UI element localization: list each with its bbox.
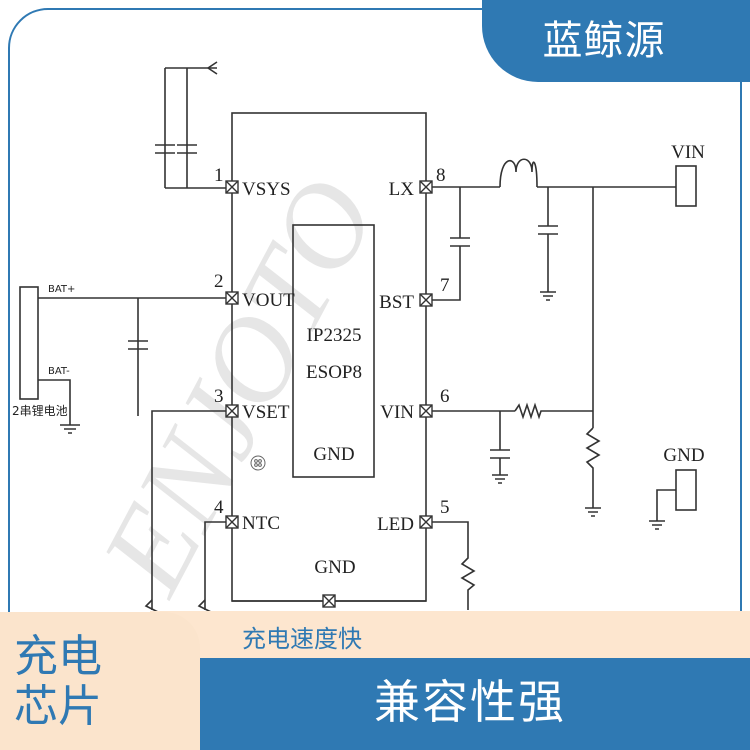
- pin-pad-5: [419, 515, 433, 529]
- pin-pad-7: [419, 293, 433, 307]
- battery-block: [19, 286, 39, 400]
- product-tag-line2: 芯片: [14, 681, 102, 732]
- feature-band-blue: [190, 658, 750, 750]
- pin-2-name: VOUT: [242, 290, 295, 311]
- brand-name: 蓝鲸源: [542, 18, 666, 64]
- ic-die: [292, 224, 375, 478]
- pin-gnd-name: GND: [314, 557, 355, 578]
- pin-6-number: 6: [440, 386, 450, 407]
- pin-4-number: 4: [214, 497, 224, 518]
- battery-label: 2串锂电池: [12, 403, 68, 418]
- battery-positive-label: BAT+: [48, 284, 75, 295]
- pin-7-number: 7: [440, 275, 450, 296]
- chip-center-gnd: GND: [313, 444, 354, 465]
- chip-part-number: IP2325: [307, 325, 362, 346]
- pin-pad-1: [225, 180, 239, 194]
- pin-pad-6: [419, 404, 433, 418]
- vin-connector: [675, 165, 697, 207]
- pin-1-number: 1: [214, 165, 224, 186]
- product-tag-line1: 充电: [14, 631, 102, 682]
- pin-5-name: LED: [377, 514, 414, 535]
- pin-2-number: 2: [214, 271, 224, 292]
- pin-pad-4: [225, 515, 239, 529]
- pin-4-name: NTC: [242, 513, 280, 534]
- pin-7-name: BST: [379, 292, 414, 313]
- pin-pad-3: [225, 404, 239, 418]
- pin-6-name: VIN: [380, 402, 414, 423]
- feature-charging-speed: 充电速度快: [242, 625, 362, 653]
- pin-pad-2: [225, 291, 239, 305]
- vin-connector-label: VIN: [671, 142, 705, 163]
- pin-pad-8: [419, 180, 433, 194]
- chip-package: ESOP8: [306, 362, 362, 383]
- feature-compatibility: 兼容性强: [374, 675, 566, 729]
- feature-band-peach: [150, 611, 750, 667]
- brand-banner: 蓝鲸源: [482, 0, 750, 82]
- battery-negative-label: BAT-: [48, 366, 70, 377]
- pin-3-number: 3: [214, 386, 224, 407]
- gnd-connector: [675, 469, 697, 511]
- pin-1-name: VSYS: [242, 179, 291, 200]
- gnd-connector-label: GND: [663, 445, 704, 466]
- pin-3-name: VSET: [242, 402, 290, 423]
- pin-pad-gnd: [322, 594, 336, 608]
- product-tag: 充电 芯片: [0, 612, 200, 750]
- pin-8-name: LX: [389, 179, 415, 200]
- pin-8-number: 8: [436, 165, 446, 186]
- pin-5-number: 5: [440, 497, 450, 518]
- pin1-marker: [250, 455, 266, 471]
